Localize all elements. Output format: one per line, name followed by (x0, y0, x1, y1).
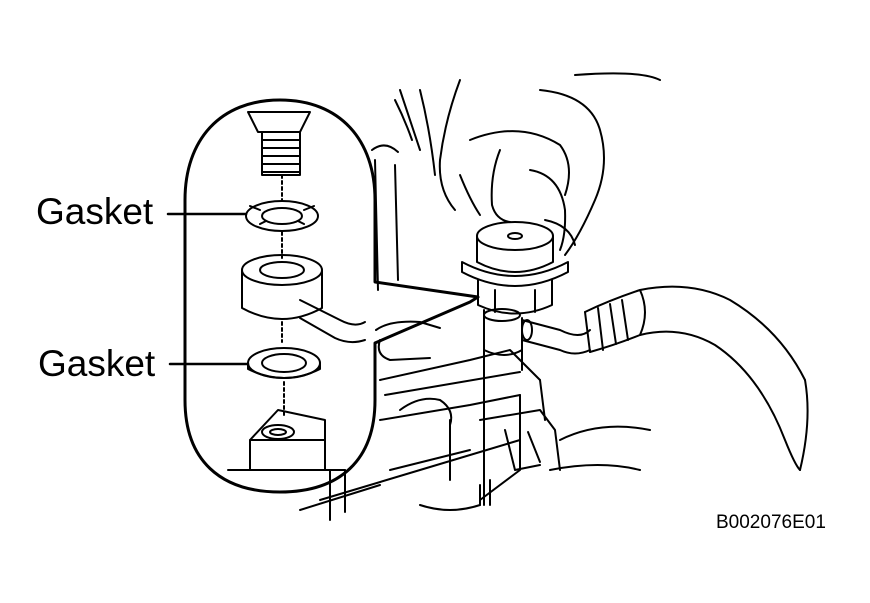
lower-gasket-label: Gasket (38, 343, 156, 384)
union-bolt (247, 111, 311, 201)
regulator-port (227, 409, 346, 471)
fuel-pipe-union (241, 254, 366, 344)
upper-gasket-part (245, 200, 319, 259)
hand-illustration (419, 72, 661, 256)
engine-block-lines (299, 89, 651, 521)
leader-lines (166, 212, 250, 366)
figure-code: B002076E01 (716, 512, 826, 533)
upper-gasket-label: Gasket (36, 191, 154, 232)
pressure-regulator (461, 221, 591, 506)
lower-gasket-part (247, 347, 321, 419)
exploded-view-frame (183, 98, 480, 494)
fuel-hose (584, 285, 809, 471)
